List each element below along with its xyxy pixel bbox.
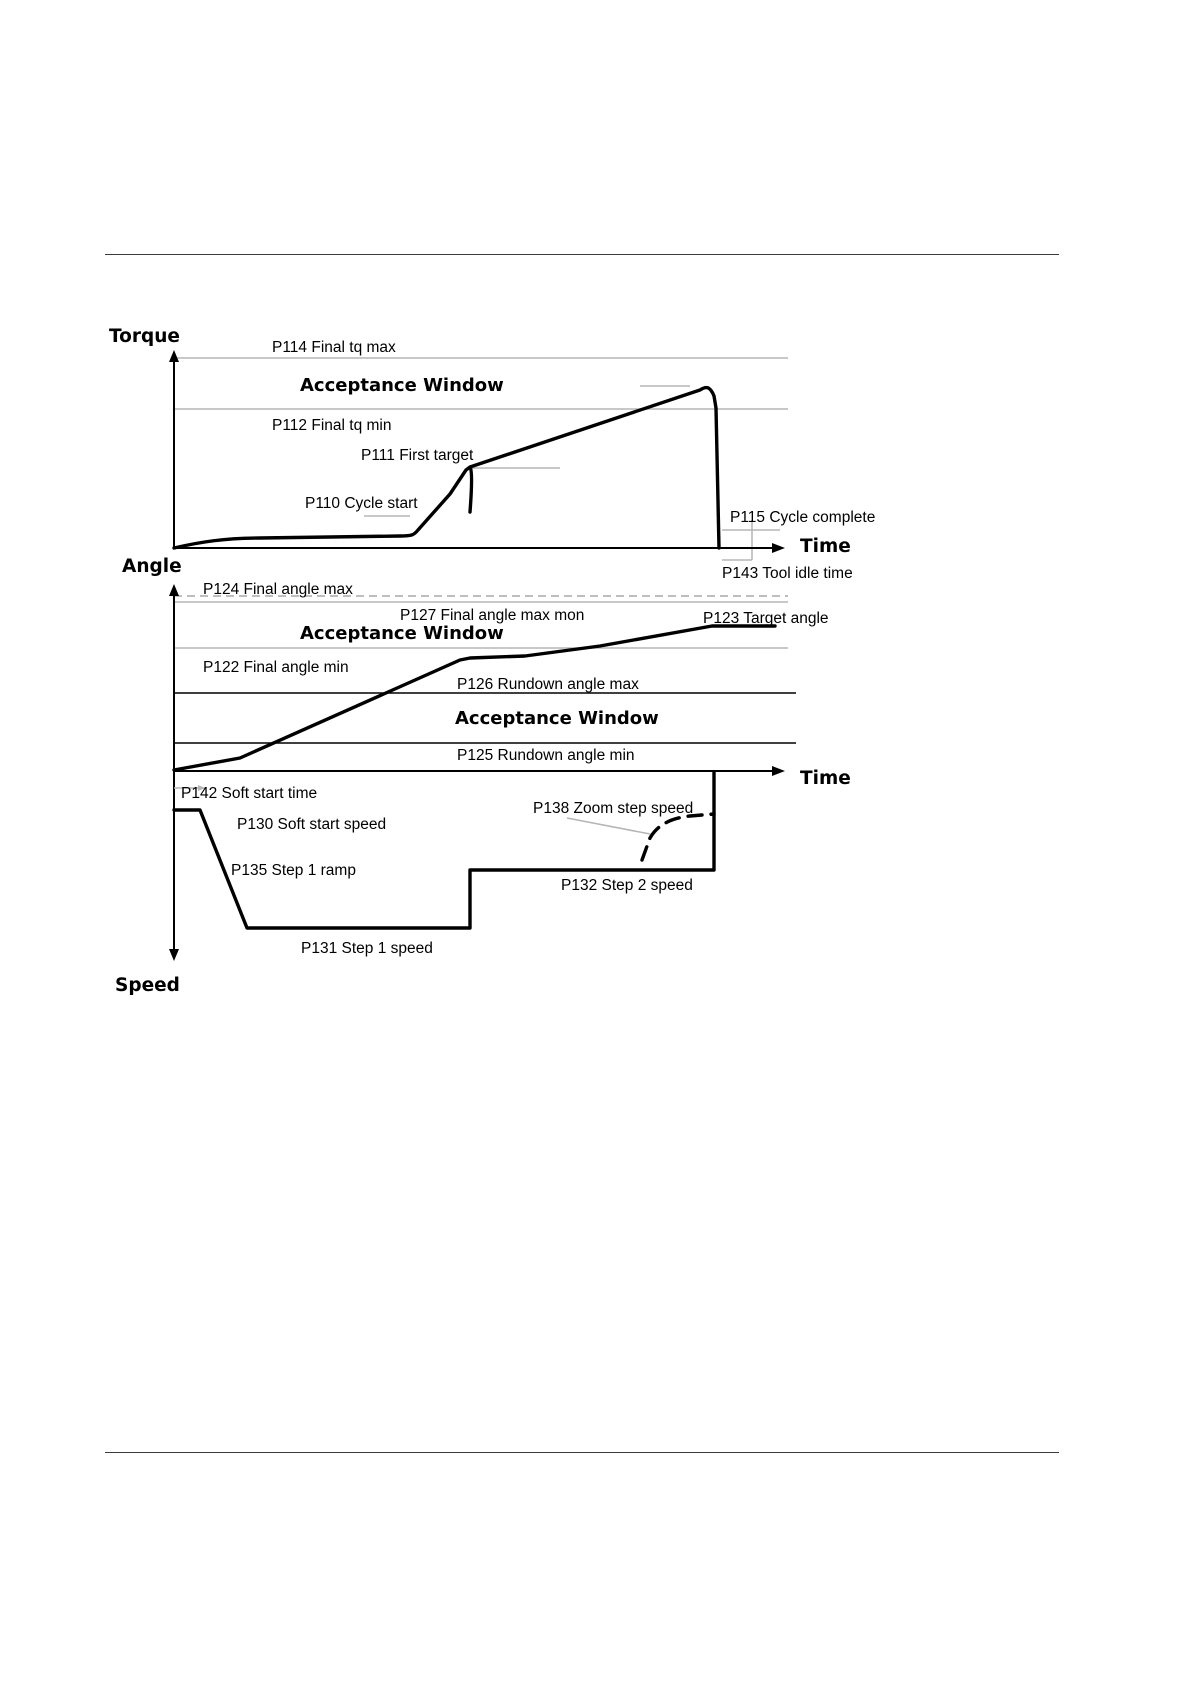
p126-label: P126 Rundown angle max	[457, 676, 639, 693]
p115-label: P115 Cycle complete	[730, 509, 875, 526]
zoom-step-speed-curve	[640, 812, 716, 862]
speed-axis-label: Speed	[115, 975, 180, 996]
angle-curve	[172, 624, 777, 772]
p110-label: P110 Cycle start	[305, 495, 418, 512]
torque-time-label: Time	[800, 536, 851, 557]
p130-label: P130 Soft start speed	[237, 816, 386, 833]
torque-acceptance-window: Acceptance Window	[300, 375, 504, 396]
header-rule	[105, 254, 1059, 255]
angle-time-arrow-icon	[772, 766, 785, 776]
angle-time-label: Time	[800, 768, 851, 789]
zoom-step-leader	[566, 817, 651, 835]
angle-axis-arrow-icon	[169, 584, 179, 596]
p124-label: P124 Final angle max	[203, 581, 353, 598]
angle-axis-label: Angle	[122, 556, 182, 577]
p111-label: P111 First target	[361, 447, 474, 464]
speed-panel: Speed P142 Soft start time P130 Soft sta…	[115, 770, 716, 996]
torque-axis-arrow-icon	[169, 350, 179, 362]
p125-label: P125 Rundown angle min	[457, 747, 635, 764]
p143-label: P143 Tool idle time	[722, 565, 853, 582]
p112-label: P112 Final tq min	[272, 417, 391, 434]
p114-label: P114 Final tq max	[272, 339, 396, 356]
speed-axis-arrow-icon	[169, 949, 179, 961]
p122-label: P122 Final angle min	[203, 659, 349, 676]
torque-curve	[172, 385, 721, 550]
soft-start-arrow-icon	[198, 785, 205, 791]
p132-label: P132 Step 2 speed	[561, 877, 693, 894]
angle-acceptance-window-2: Acceptance Window	[455, 708, 659, 729]
p131-label: P131 Step 1 speed	[301, 940, 433, 957]
footer-rule	[105, 1452, 1059, 1453]
torque-panel: Torque Time Acceptance Window P114 Final…	[109, 326, 875, 582]
p127-label: P127 Final angle max mon	[400, 607, 584, 624]
torque-axis-label: Torque	[109, 326, 180, 347]
torque-time-arrow-icon	[772, 543, 785, 553]
angle-panel: Angle Time Acceptance Window Acceptance …	[122, 556, 851, 961]
speed-curve	[172, 770, 716, 930]
p135-label: P135 Step 1 ramp	[231, 862, 356, 879]
p123-label: P123 Target angle	[703, 610, 829, 627]
p138-label: P138 Zoom step speed	[533, 800, 693, 817]
angle-acceptance-window-1: Acceptance Window	[300, 623, 504, 644]
p142-label: P142 Soft start time	[181, 785, 317, 802]
